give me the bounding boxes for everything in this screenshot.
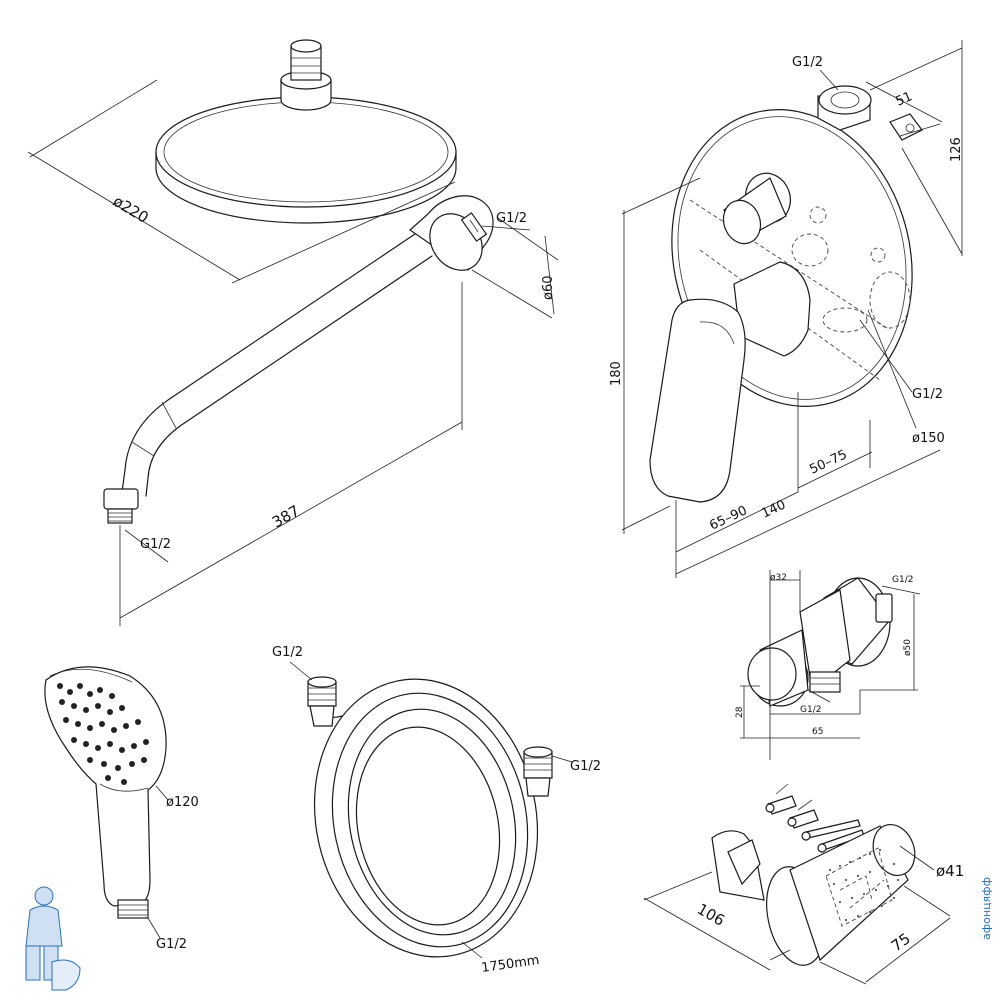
outlet-width-label: ø32 bbox=[770, 573, 787, 583]
hose-length-label: 1750mm bbox=[480, 953, 540, 976]
hand-shower-nozzles bbox=[57, 683, 149, 785]
wall-screws bbox=[765, 783, 865, 853]
hand-shower-holder bbox=[711, 824, 916, 966]
mixer-total-height-label: 180 bbox=[609, 361, 624, 386]
outlet-bottom-thread-label: G1/2 bbox=[800, 705, 821, 715]
hand-shower bbox=[44, 666, 167, 919]
mixer-lever bbox=[649, 261, 811, 503]
outlet-flange-label: ø50 bbox=[903, 639, 913, 656]
diverter-knob bbox=[722, 172, 791, 245]
rain-shower-head bbox=[155, 39, 457, 224]
mixer-dimensions bbox=[621, 40, 963, 578]
shower-arm bbox=[103, 195, 494, 524]
shower-arm-length-label: 387 bbox=[269, 502, 303, 532]
mixer-bracket-width-label: 51 bbox=[894, 89, 915, 109]
watermark-text: афонцяфф bbox=[980, 877, 993, 940]
holder-depth-label: 75 bbox=[888, 929, 914, 955]
shower-arm-flange-label: ø60 bbox=[541, 276, 556, 301]
concealed-mixer bbox=[649, 85, 923, 503]
hose-right-thread-label: G1/2 bbox=[570, 759, 601, 774]
mixer-top-thread-label: G1/2 bbox=[792, 55, 823, 70]
hose-dimensions bbox=[289, 661, 573, 959]
outlet-dimensions bbox=[740, 570, 921, 760]
plumber-logo bbox=[25, 886, 81, 991]
holder-length-label: 106 bbox=[694, 900, 728, 930]
mixer-depth-140-label: 140 bbox=[759, 498, 788, 522]
shower-hose bbox=[307, 676, 553, 958]
holder-dimensions bbox=[643, 845, 951, 985]
hand-shower-thread-label: G1/2 bbox=[156, 937, 187, 952]
shower-arm-thread-label: G1/2 bbox=[496, 211, 527, 226]
outlet-depth-label: 65 bbox=[812, 727, 823, 737]
hand-shower-dimensions bbox=[147, 785, 169, 939]
shower-arm-dimensions bbox=[119, 217, 559, 626]
mixer-plate-diameter-label: ø150 bbox=[912, 431, 945, 446]
holder-knurl bbox=[829, 849, 899, 921]
mixer-bracket-height-label: 126 bbox=[949, 137, 964, 162]
wall-outlet bbox=[747, 577, 893, 707]
mixer-side-thread-label: G1/2 bbox=[912, 387, 943, 402]
outlet-top-thread-label: G1/2 bbox=[892, 575, 913, 585]
hose-left-thread-label: G1/2 bbox=[272, 645, 303, 660]
hand-shower-diameter-label: ø120 bbox=[166, 795, 199, 810]
mixer-depth-65-90-label: 65–90 bbox=[707, 503, 749, 533]
shower-head-dimension bbox=[27, 79, 456, 284]
outlet-height-label: 28 bbox=[735, 706, 745, 718]
shower-head-diameter-label: ø220 bbox=[110, 192, 152, 227]
holder-diameter-label: ø41 bbox=[936, 862, 964, 880]
shower-arm-outlet-thread-label: G1/2 bbox=[140, 537, 171, 552]
